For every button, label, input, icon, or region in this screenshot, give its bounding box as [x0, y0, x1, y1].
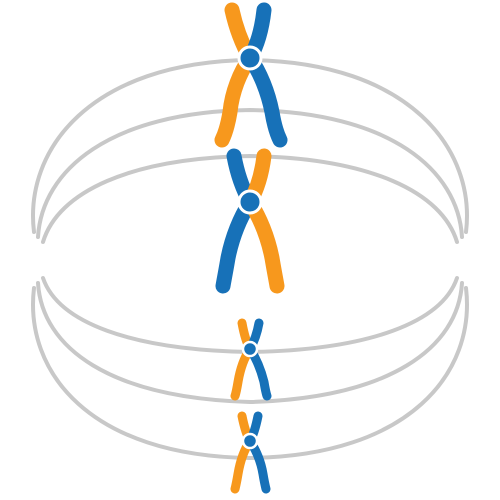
chromatid-blue	[215, 194, 258, 294]
chromatid-orange	[242, 194, 285, 294]
upper-spindle-fiber-2	[36, 107, 464, 239]
chromatid-blue	[245, 436, 271, 494]
chromatid-blue	[245, 344, 272, 401]
upper-spindle-fiber-3	[41, 153, 459, 244]
chromatid-orange	[230, 344, 255, 401]
lower-spindle-fiber-2	[36, 281, 464, 405]
centromere	[237, 45, 263, 71]
chromatid-blue	[242, 50, 288, 148]
centromere	[241, 432, 259, 450]
chromosome-3	[230, 318, 272, 401]
chromosome-4	[230, 411, 271, 494]
chromatid-orange	[230, 436, 255, 494]
chromatid-orange	[214, 50, 258, 148]
lower-spindle-fiber-3	[31, 286, 469, 461]
chromosome-1	[214, 2, 288, 148]
centromere	[237, 189, 263, 215]
centromere	[241, 340, 259, 358]
chromosome-2	[215, 148, 285, 294]
